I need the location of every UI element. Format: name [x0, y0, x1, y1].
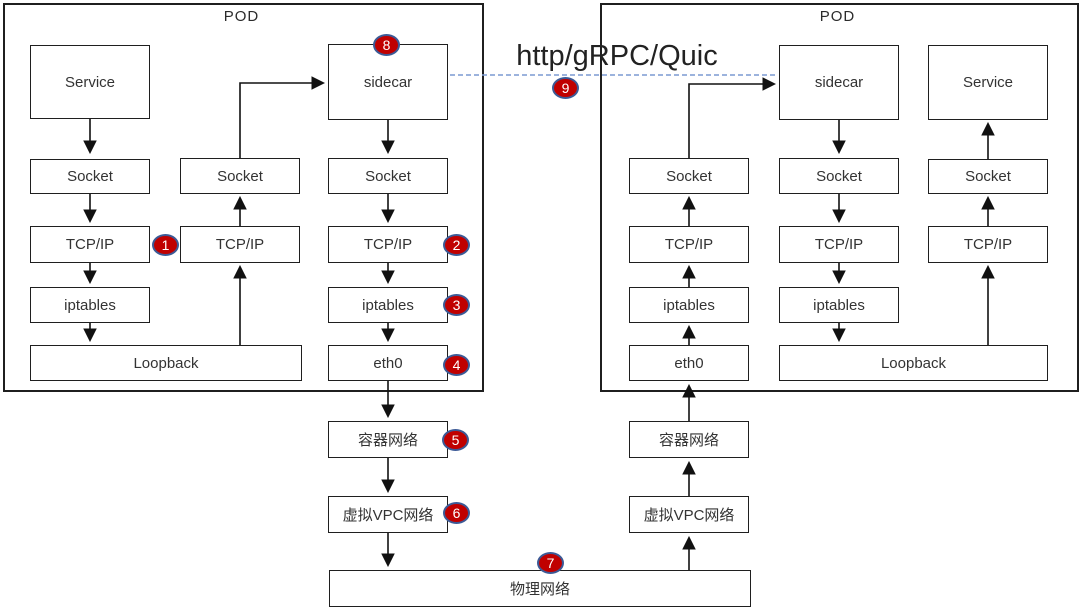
node-right-iptables-sidecar: iptables: [779, 287, 899, 323]
node-left-tcpip-sidecar: TCP/IP: [328, 226, 448, 263]
node-right-sidecar: sidecar: [779, 45, 899, 120]
node-left-container-network: 容器网络: [328, 421, 448, 458]
pod-right-title: POD: [819, 8, 856, 25]
badge-5: 5: [442, 429, 469, 451]
badge-2: 2: [443, 234, 470, 256]
node-right-eth0: eth0: [629, 345, 749, 381]
node-right-container-network: 容器网络: [629, 421, 749, 458]
node-left-service: Service: [30, 45, 150, 119]
node-right-loopback: Loopback: [779, 345, 1048, 381]
node-right-socket-in: Socket: [629, 158, 749, 194]
node-right-vpc-network: 虚拟VPC网络: [629, 496, 749, 533]
node-left-loopback: Loopback: [30, 345, 302, 381]
node-left-eth0: eth0: [328, 345, 448, 381]
node-left-socket-sidecar: Socket: [328, 158, 448, 194]
node-right-service: Service: [928, 45, 1048, 120]
pod-left-container: [3, 3, 484, 392]
badge-4: 4: [443, 354, 470, 376]
badge-7: 7: [537, 552, 564, 574]
node-right-iptables-in: iptables: [629, 287, 749, 323]
node-left-tcpip-loopback: TCP/IP: [180, 226, 300, 263]
node-right-tcpip-sidecar: TCP/IP: [779, 226, 899, 263]
node-right-tcpip-in: TCP/IP: [629, 226, 749, 263]
node-left-vpc-network: 虚拟VPC网络: [328, 496, 448, 533]
node-left-socket-loopback: Socket: [180, 158, 300, 194]
badge-6: 6: [443, 502, 470, 524]
node-right-socket-app: Socket: [928, 159, 1048, 194]
badge-8: 8: [373, 34, 400, 56]
node-left-iptables-app: iptables: [30, 287, 150, 323]
badge-3: 3: [443, 294, 470, 316]
node-left-socket-app: Socket: [30, 159, 150, 194]
node-left-sidecar: sidecar: [328, 44, 448, 120]
node-left-iptables-sidecar: iptables: [328, 287, 448, 323]
pod-left-title: POD: [223, 8, 260, 25]
node-left-tcpip-app: TCP/IP: [30, 226, 150, 263]
node-right-socket-sidecar: Socket: [779, 158, 899, 194]
node-physical-network: 物理网络: [329, 570, 751, 607]
link-protocol-label: http/gRPC/Quic: [516, 40, 718, 72]
pod-right-container: [600, 3, 1079, 392]
node-right-tcpip-app: TCP/IP: [928, 226, 1048, 263]
badge-1: 1: [152, 234, 179, 256]
badge-9: 9: [552, 77, 579, 99]
